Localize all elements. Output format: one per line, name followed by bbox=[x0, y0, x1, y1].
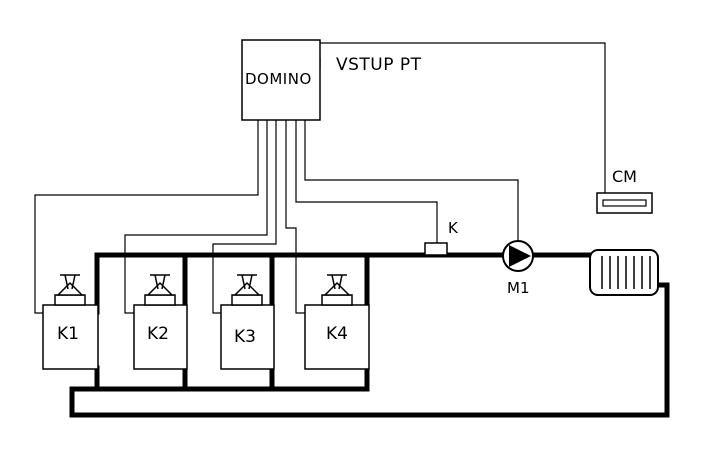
burner-k3-icon bbox=[231, 274, 263, 306]
sensor-k-body bbox=[424, 242, 448, 256]
boiler-k2-label: K2 bbox=[147, 324, 169, 344]
boiler-k1-label: K1 bbox=[57, 324, 79, 344]
burner-k2-icon bbox=[144, 274, 176, 306]
burner-k4-icon bbox=[321, 274, 353, 306]
control-wires bbox=[34, 42, 606, 314]
wire-sensor-k bbox=[295, 120, 438, 243]
burner-k1-icon bbox=[54, 274, 86, 306]
boiler-k4-label: K4 bbox=[326, 324, 348, 344]
boiler-k1-body bbox=[42, 304, 99, 370]
pump-m1 bbox=[502, 240, 534, 272]
wire-k1 bbox=[34, 120, 259, 314]
boiler-k4-body bbox=[304, 304, 370, 370]
room-unit-display bbox=[602, 199, 647, 207]
controller-domino bbox=[241, 39, 321, 121]
radiator-body bbox=[589, 249, 659, 296]
boiler-k4 bbox=[304, 274, 370, 370]
wire-room-unit bbox=[320, 42, 606, 193]
sensor-k-label: K bbox=[448, 219, 458, 237]
pump-label: M1 bbox=[507, 279, 530, 297]
return-loop bbox=[69, 282, 670, 418]
wire-k2 bbox=[124, 120, 268, 314]
boiler-k1 bbox=[42, 274, 99, 370]
pump-arrow-icon bbox=[509, 245, 531, 267]
return-manifold bbox=[94, 365, 370, 392]
boiler-k2-body bbox=[133, 304, 188, 370]
wire-k3 bbox=[212, 120, 277, 314]
wire-k4 bbox=[285, 120, 306, 314]
boiler-k3-label: K3 bbox=[234, 327, 256, 347]
room-unit-cm bbox=[596, 192, 653, 214]
controller-box bbox=[241, 39, 321, 121]
controller-label: DOMINO bbox=[245, 70, 312, 88]
boiler-k2 bbox=[133, 274, 188, 370]
boiler-k3 bbox=[220, 274, 275, 370]
wire-pump bbox=[304, 120, 519, 242]
boiler-k3-body bbox=[220, 304, 275, 370]
input-label: VSTUP PT bbox=[336, 55, 422, 75]
room-unit-label: CM bbox=[612, 167, 637, 186]
radiator bbox=[589, 249, 659, 296]
